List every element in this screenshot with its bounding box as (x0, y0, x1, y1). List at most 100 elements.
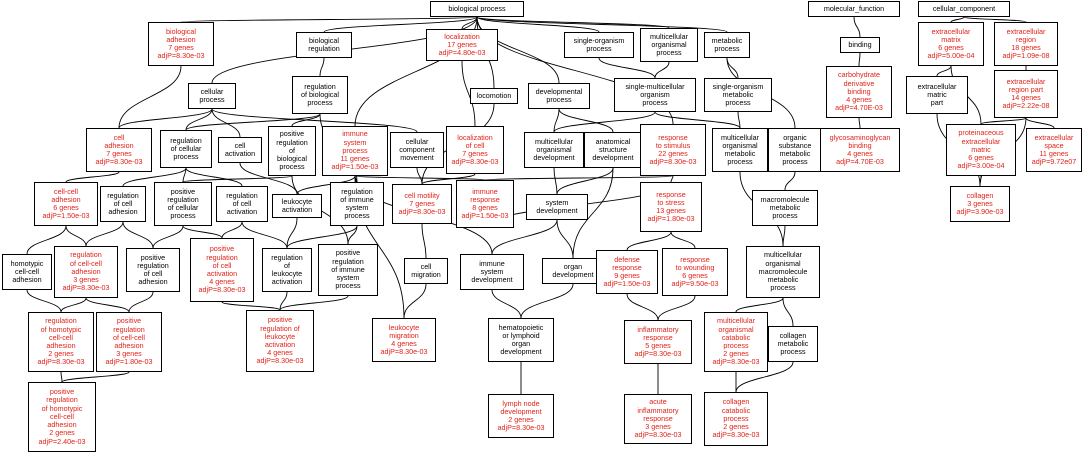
node-leukocyte-activation[interactable]: leukocyte activation (272, 194, 322, 218)
node-cell-cell-adhesion[interactable]: cell-cell adhesion 6 genes adjP=1.50e-03 (34, 182, 98, 226)
node-response-to-wounding[interactable]: response to wounding 6 genes adjP=9.50e-… (662, 248, 728, 296)
node-macromolecule-metabolic-process[interactable]: macromolecule metabolic process (752, 190, 818, 226)
node-positive-regulation-of-cell-activation[interactable]: positive regulation of cell activation 4… (190, 238, 254, 302)
node-cell-adhesion[interactable]: cell adhesion 7 genes adjP=8.30e-03 (86, 128, 152, 172)
edge-immune_system_development-to-hematopoietic_or_lymphoid_organ_development (491, 289, 522, 319)
edge-response_to_wounding-to-inflammatory_response (657, 295, 696, 321)
node-anatomical-structure-development[interactable]: anatomical structure development (584, 132, 642, 168)
edge-regulation_of_cell_activation-to-positive_regulation_of_cell_activation (221, 221, 243, 239)
node-regulation-of-cell-activation[interactable]: regulation of cell activation (216, 186, 268, 222)
edge-anatomical_structure_development-to-system_development (556, 167, 614, 195)
node-multicellular-organismal-process[interactable]: multicellular organismal process (640, 28, 698, 62)
edge-molecular_function-to-binding (853, 16, 861, 38)
node-immune-system-process[interactable]: immune system process 11 genes adjP=1.50… (322, 126, 388, 176)
node-response-to-stress[interactable]: response to stress 13 genes adjP=1.80e-0… (640, 182, 702, 232)
node-metabolic-process[interactable]: metabolic process (704, 32, 750, 58)
node-homotypic-cell-cell-adhesion[interactable]: homotypic cell-cell adhesion (2, 254, 52, 290)
node-developmental-process[interactable]: developmental process (528, 83, 590, 109)
node-cellular-process[interactable]: cellular process (188, 83, 236, 109)
node-response-to-stimulus[interactable]: response to stimulus 22 genes adjP=8.30e… (640, 124, 706, 176)
edge-regulation_of_cellular_process-to-positive_regulation_of_cellular_process (182, 167, 187, 183)
node-localization-of-cell[interactable]: localization of cell 7 genes adjP=8.30e-… (446, 126, 504, 174)
node-proteinaceous-extracellular-matrix[interactable]: proteinaceous extracellular matric 6 gen… (946, 124, 1016, 176)
node-positive-regulation-of-homotypic-cell-cell-adhesion[interactable]: positive regulation of homotypic cell-ce… (28, 382, 96, 452)
node-defense-response[interactable]: defense response 9 genes adjP=1.50e-03 (596, 250, 658, 294)
node-regulation-of-cell-adhesion[interactable]: regulation of cell adhesion (100, 186, 146, 222)
node-cellular-component-movement[interactable]: cellular component movement (390, 132, 444, 168)
edge-positive_regulation_of_cell_activation-to-positive_regulation_of_leukocyte_activation (221, 301, 281, 311)
edge-developmental_process-to-multicellular_organismal_development (553, 108, 560, 133)
node-organ-development[interactable]: organ development (542, 258, 604, 284)
edge-regulation_of_cell_cell_adhesion-to-regulation_of_homotypic_cell_cell_adhesion (60, 297, 87, 313)
node-single-multicellular-organism-process[interactable]: single-multicellular organism process (614, 78, 696, 112)
node-multicellular-organismal-catabolic-process[interactable]: multicellular organismal catabolic proce… (704, 312, 768, 372)
node-locomotion[interactable]: locomotion (470, 88, 518, 104)
edge-biological_process-to-multicellular_organismal_process (476, 16, 670, 29)
edge-binding-to-carbohydrate_derivative_binding (858, 52, 861, 67)
node-single-organism-metabolic-process[interactable]: single-organism metabolic process (704, 78, 772, 112)
node-regulation-of-leukocyte-activation[interactable]: regulation of leukocyte activation (262, 248, 312, 292)
node-cell-motility[interactable]: cell motility 7 genes adjP=8.30e-03 (392, 184, 452, 224)
node-inflammatory-response[interactable]: inflammatory response 5 genes adjP=8.30e… (624, 320, 692, 364)
edge-cellular_component_movement-to-cell_motility (416, 167, 423, 185)
node-positive-regulation-of-cell-cell-adhesion[interactable]: positive regulation of cell-cell adhesio… (96, 312, 162, 372)
node-collagen-catabolic-process[interactable]: collagen catabolic process 2 genes adjP=… (704, 392, 768, 446)
node-glycosaminoglycan-binding[interactable]: glycosaminoglycan binding 4 genes adjP=4… (820, 128, 900, 172)
edge-regulation_of_biological_process-to-positive_regulation_of_biological_process (291, 113, 321, 127)
node-biological-process[interactable]: biological process (430, 1, 524, 17)
node-positive-regulation-of-cellular-process[interactable]: positive regulation of cellular process (154, 182, 212, 226)
node-immune-system-development[interactable]: immune system development (460, 254, 524, 290)
node-collagen-metabolic-process[interactable]: collagen metabolic process (768, 326, 818, 362)
edge-cellular_process-to-cell_adhesion (118, 108, 213, 129)
node-collagen[interactable]: collagen 3 genes adjP=3.90e-03 (950, 186, 1010, 222)
node-organic-substance-metabolic-process[interactable]: organic substance metabolic process (768, 128, 822, 172)
node-binding[interactable]: binding (840, 37, 880, 53)
node-hematopoietic-or-lymphoid-organ-development[interactable]: hematopoietic or lymphoid organ developm… (488, 318, 554, 362)
edge-metabolic_process-to-single_organism_metabolic_process (726, 57, 739, 79)
node-regulation-of-cellular-process[interactable]: regulation of cellular process (160, 130, 212, 168)
node-regulation-of-cell-cell-adhesion[interactable]: regulation of cell-cell adhesion 3 genes… (54, 246, 118, 298)
edge-carbohydrate_derivative_binding-to-glycosaminoglycan_binding (858, 117, 861, 129)
node-positive-regulation-of-immune-system-process[interactable]: positive regulation of immune system pro… (318, 244, 378, 296)
edge-multicellular_organismal_development-to-system_development (553, 167, 558, 195)
edge-cell_motility-to-cell_migration (421, 223, 427, 259)
node-multicellular-organismal-macromolecule-metabolic-process[interactable]: multicellular organismal macromolecule m… (746, 246, 820, 298)
node-cell-activation[interactable]: cell activation (218, 137, 262, 163)
node-biological-regulation[interactable]: biological regulation (296, 32, 352, 58)
node-biological-adhesion[interactable]: biological adhesion 7 genes adjP=8.30e-0… (148, 22, 214, 66)
edge-cell_adhesion-to-cell_cell_adhesion (65, 171, 120, 183)
node-system-development[interactable]: system development (526, 194, 588, 220)
node-immune-response[interactable]: immune response 8 genes adjP=1.50e-03 (456, 180, 514, 228)
node-regulation-of-homotypic-cell-cell-adhesion[interactable]: regulation of homotypic cell-cell adhesi… (28, 312, 94, 372)
edge-single_organism_metabolic_process-to-multicellular_organismal_metabolic_process (737, 111, 741, 129)
edge-cellular_process-to-regulation_of_cellular_process (185, 108, 213, 131)
node-extracellular-matrix-part[interactable]: extracellular matric part (906, 76, 968, 114)
node-positive-regulation-of-leukocyte-activation[interactable]: positive regulation of leukocyte activat… (246, 310, 314, 372)
node-regulation-of-immune-system-process[interactable]: regulation of immune system process (330, 182, 384, 226)
node-localization[interactable]: localization 17 genes adjP=4.80e-03 (426, 29, 498, 61)
node-extracellular-matrix[interactable]: extracellular matrix 6 genes adjP=5.00e-… (918, 22, 984, 66)
node-positive-regulation-of-biological-process[interactable]: positive regulation of biological proces… (268, 126, 316, 176)
node-extracellular-space[interactable]: extracellular space 11 genes adjP=9.72e0… (1026, 128, 1082, 172)
edge-cell_migration-to-leukocyte_migration (403, 283, 427, 319)
node-positive-regulation-of-cell-adhesion[interactable]: positive regulation of cell adhesion (126, 248, 180, 292)
node-acute-inflammatory-response[interactable]: acute inflammatory response 3 genes adjP… (624, 394, 692, 444)
node-molecular-function[interactable]: molecular_function (808, 1, 900, 17)
node-cell-migration[interactable]: cell migration (404, 258, 448, 284)
node-carbohydrate-derivative-binding[interactable]: carbohydrate derivative binding 4 genes … (826, 66, 892, 118)
node-extracellular-region[interactable]: extracellular region 18 genes adjP=1.09e… (994, 22, 1058, 66)
node-extracellular-region-part[interactable]: extracellular region part 14 genes adjP=… (994, 70, 1058, 118)
node-lymph-node-development[interactable]: lymph node development 2 genes adjP=8.30… (488, 394, 554, 438)
node-single-organism-process[interactable]: single-organism process (564, 32, 634, 58)
edge-regulation_of_homotypic_cell_cell_adhesion-to-positive_regulation_of_homotypic_cell_cell_adhesion (60, 371, 63, 383)
node-regulation-of-biological-process[interactable]: regulation of biological process (292, 76, 348, 114)
node-multicellular-organismal-metabolic-process[interactable]: multicellular organismal metabolic proce… (712, 128, 768, 172)
node-multicellular-organismal-development[interactable]: multicellular organismal development (524, 132, 584, 168)
edge-system_development-to-organ_development (556, 219, 574, 259)
edge-biological_process-to-localization (461, 16, 478, 30)
node-cellular-component[interactable]: cellular_component (918, 1, 1010, 17)
edge-positive_regulation_of_cell_cell_adhesion-to-positive_regulation_of_homotypic_cell_cell_adhesion (61, 371, 130, 383)
edge-organic_substance_metabolic_process-to-macromolecule_metabolic_process (784, 171, 796, 191)
node-leukocyte-migration[interactable]: leukocyte migration 4 genes adjP=8.30e-0… (372, 318, 436, 362)
edge-cellular_process-to-cell_activation (211, 108, 241, 138)
